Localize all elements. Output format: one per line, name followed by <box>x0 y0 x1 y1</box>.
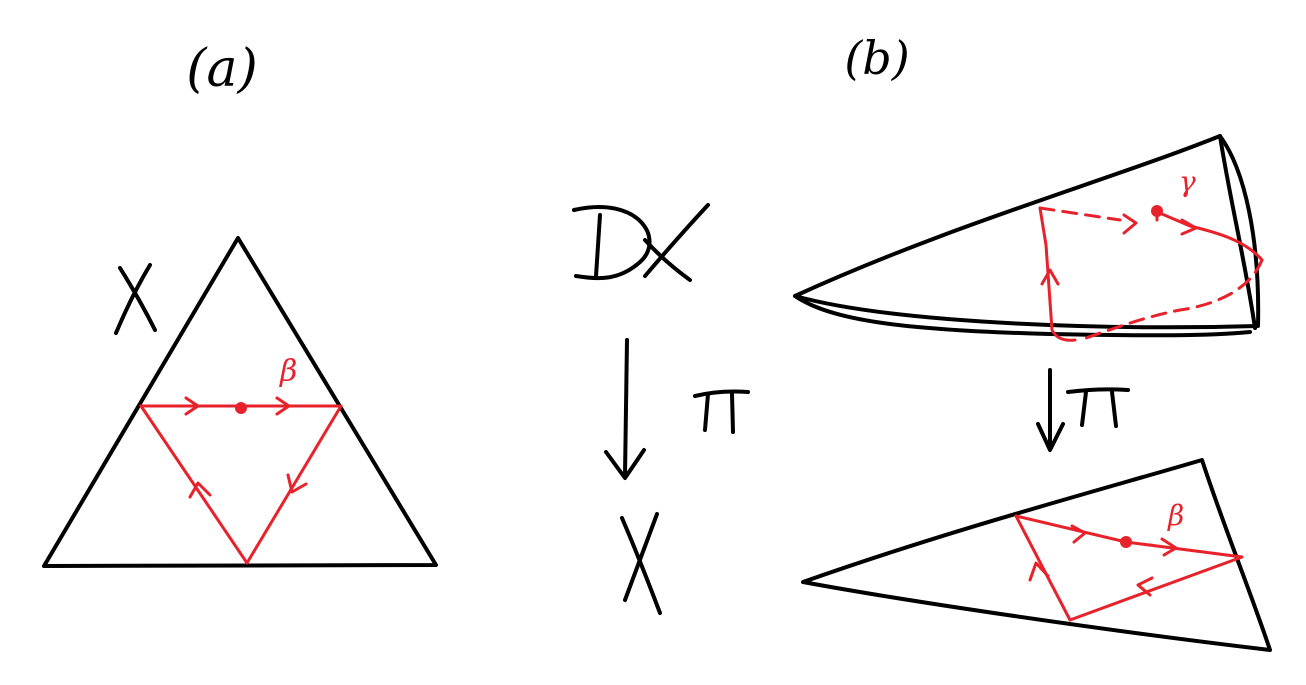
arrowhead <box>188 481 212 499</box>
projection-arrow <box>623 338 629 477</box>
pi-label <box>1066 387 1130 428</box>
arrowhead <box>604 448 646 480</box>
loop-gamma-dashed <box>1078 258 1264 342</box>
panel-b: (b) γ β <box>793 31 1272 652</box>
arrowhead <box>1180 218 1198 236</box>
cone-dx-rim <box>1218 134 1257 330</box>
arrowhead <box>1040 268 1060 286</box>
panel-a: (a) β <box>42 39 438 568</box>
middle-column <box>572 203 750 615</box>
pi-label <box>693 389 750 434</box>
arrowhead <box>1070 524 1087 544</box>
base-point <box>1151 205 1163 217</box>
arrowhead <box>1028 561 1050 582</box>
loop-beta <box>139 404 343 565</box>
cone-dx <box>793 134 1261 330</box>
space-x-label <box>114 263 157 335</box>
loop-gamma-solid <box>1153 209 1264 262</box>
loop-beta-bottom-label: β <box>1167 499 1184 532</box>
base-x-label <box>620 512 662 615</box>
loop-beta-label: β <box>279 354 297 389</box>
base-point <box>235 402 247 414</box>
loop-gamma-label: γ <box>1179 165 1196 198</box>
base-point <box>1120 536 1132 548</box>
triangle-x <box>42 236 438 568</box>
arrowhead <box>286 473 308 494</box>
loop-gamma-solid <box>1038 206 1077 342</box>
loop-beta-bottom <box>1014 514 1244 622</box>
cover-dx-label <box>572 203 710 282</box>
loop-gamma-dashed <box>1038 206 1122 222</box>
panel-b-label: (b) <box>844 31 909 85</box>
arrowhead <box>184 396 200 416</box>
arrowhead <box>275 396 291 416</box>
arrowhead <box>1136 576 1154 597</box>
arrowhead <box>1036 422 1065 452</box>
cone-dx-lower-edge <box>793 294 1252 338</box>
arrowhead <box>1160 537 1178 557</box>
panel-a-label: (a) <box>186 39 258 99</box>
triangle-x-bottom <box>801 458 1272 652</box>
arrowhead <box>1122 213 1138 235</box>
